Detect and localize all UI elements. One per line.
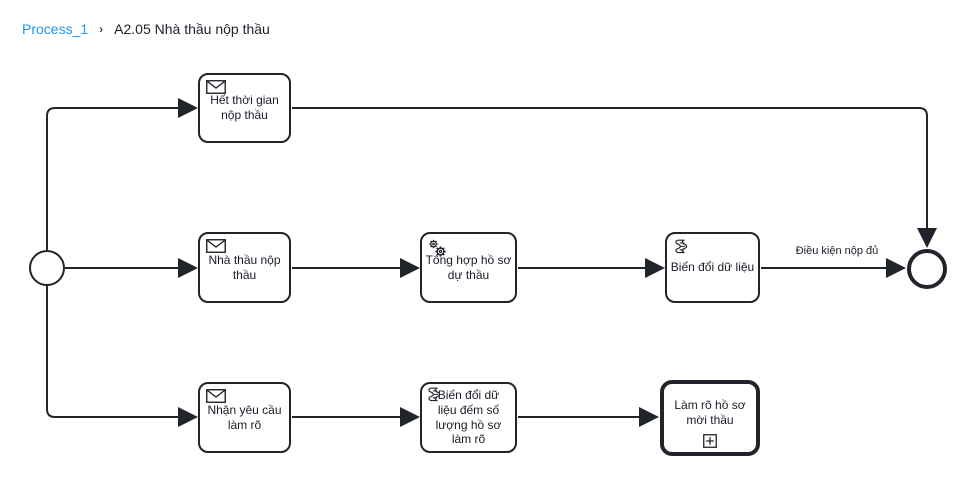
task-label: Biến đổi dữ liệu <box>670 260 755 275</box>
subprocess-plus-icon[interactable] <box>703 434 717 448</box>
message-icon <box>206 80 226 94</box>
flow-start-to-timeout[interactable] <box>46 98 198 250</box>
breadcrumb-separator-icon: › <box>99 22 104 36</box>
message-icon <box>206 389 226 403</box>
flow-start-to-receive-clarify[interactable] <box>46 286 198 427</box>
call-activity-clarify-documents[interactable]: Làm rõ hồ sơ mời thầu <box>660 380 760 456</box>
task-receive-clarification-request[interactable]: Nhận yêu cầu làm rõ <box>198 382 291 453</box>
breadcrumb: Process_1 › A2.05 Nhà thầu nộp thầu <box>22 21 270 37</box>
end-event[interactable] <box>907 249 947 289</box>
task-transform-data[interactable]: Biến đổi dữ liệu <box>665 232 760 303</box>
task-contractor-submit[interactable]: Nhà thầu nộp thầu <box>198 232 291 303</box>
message-icon <box>206 239 226 253</box>
task-transform-count-clarifications[interactable]: Biến đổi dữ liệu đếm số lượng hồ sơ làm … <box>420 382 517 453</box>
flow-timeout-to-end[interactable] <box>292 107 937 248</box>
task-aggregate-documents[interactable]: Tổng hợp hồ sơ dự thầu <box>420 232 517 303</box>
task-label: Tổng hợp hồ sơ dự thầu <box>425 252 512 282</box>
script-icon <box>675 239 688 254</box>
task-label: Biến đổi dữ liệu đếm số lượng hồ sơ làm … <box>435 388 502 447</box>
script-icon <box>428 387 441 402</box>
task-label: Làm rõ hồ sơ mời thầu <box>674 398 746 427</box>
task-label: Hết thời gian nộp thầu <box>210 93 279 122</box>
breadcrumb-process-link[interactable]: Process_1 <box>22 21 89 37</box>
flow-condition-label: Điều kiện nộp đủ <box>795 245 879 257</box>
service-icon <box>428 239 447 258</box>
task-label: Nhận yêu cầu làm rõ <box>207 402 282 432</box>
page-title: A2.05 Nhà thầu nộp thầu <box>114 21 270 37</box>
task-timeout-submission[interactable]: Hết thời gian nộp thầu <box>198 73 291 143</box>
task-label: Nhà thầu nộp thầu <box>208 252 281 282</box>
start-event[interactable] <box>29 250 65 286</box>
